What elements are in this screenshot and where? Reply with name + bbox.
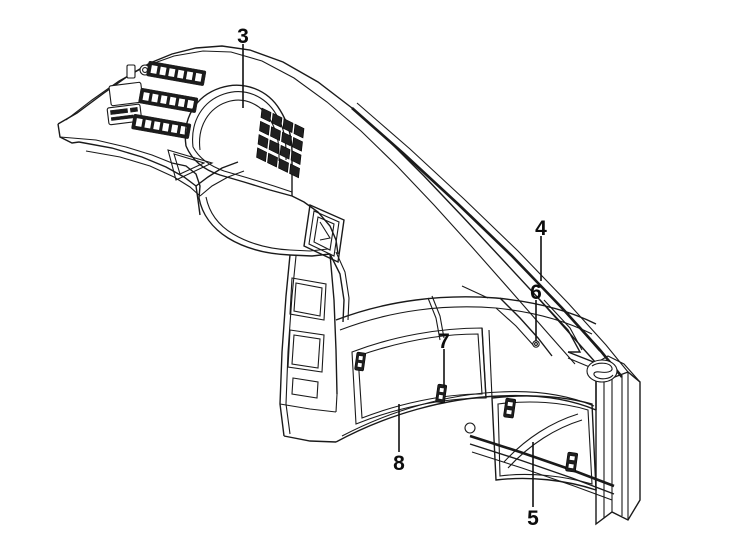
switch-row-1[interactable]: [146, 60, 207, 86]
dash-left-lip: [58, 124, 244, 196]
storage-compartments[interactable]: [280, 254, 337, 442]
upper-dash-top-surface: [58, 46, 628, 377]
callout-5: 5: [527, 507, 539, 530]
fastener-hole-6: [532, 340, 540, 348]
fastener-hole-panel: [464, 422, 476, 434]
clip-kick-lower: [565, 451, 579, 473]
steering-column-cutout: [168, 150, 330, 256]
clip-glovebox-left: [354, 351, 367, 372]
callout-6: 6: [530, 281, 542, 304]
clip-kick-upper: [503, 397, 517, 419]
right-corner-housing: [496, 298, 582, 356]
callout-7: 7: [438, 330, 450, 353]
speaker-grille: [586, 359, 618, 383]
callouts: 3 4 6 7 8 5: [237, 25, 547, 530]
fasteners: [464, 340, 540, 434]
clip-glovebox-right: [435, 383, 448, 404]
switch-row-3[interactable]: [131, 113, 192, 139]
vent-grille: [256, 107, 305, 179]
vent-row-1: [260, 107, 305, 139]
retaining-clips: [354, 351, 579, 473]
side-kick-panel: [470, 396, 614, 500]
vent-row-4: [256, 147, 300, 179]
air-outlet-register: [304, 205, 344, 262]
vent-row-2: [259, 120, 303, 152]
callout-8: 8: [393, 452, 405, 475]
instrument-cluster: [185, 85, 292, 196]
callout-3: 3: [237, 25, 249, 48]
callout-4: 4: [535, 217, 547, 240]
vent-row-3: [257, 134, 302, 165]
panel-seams: [428, 286, 488, 340]
center-fascia-edge: [292, 196, 349, 322]
switch-row-2[interactable]: [138, 87, 199, 113]
switch-panel[interactable]: [106, 60, 207, 139]
